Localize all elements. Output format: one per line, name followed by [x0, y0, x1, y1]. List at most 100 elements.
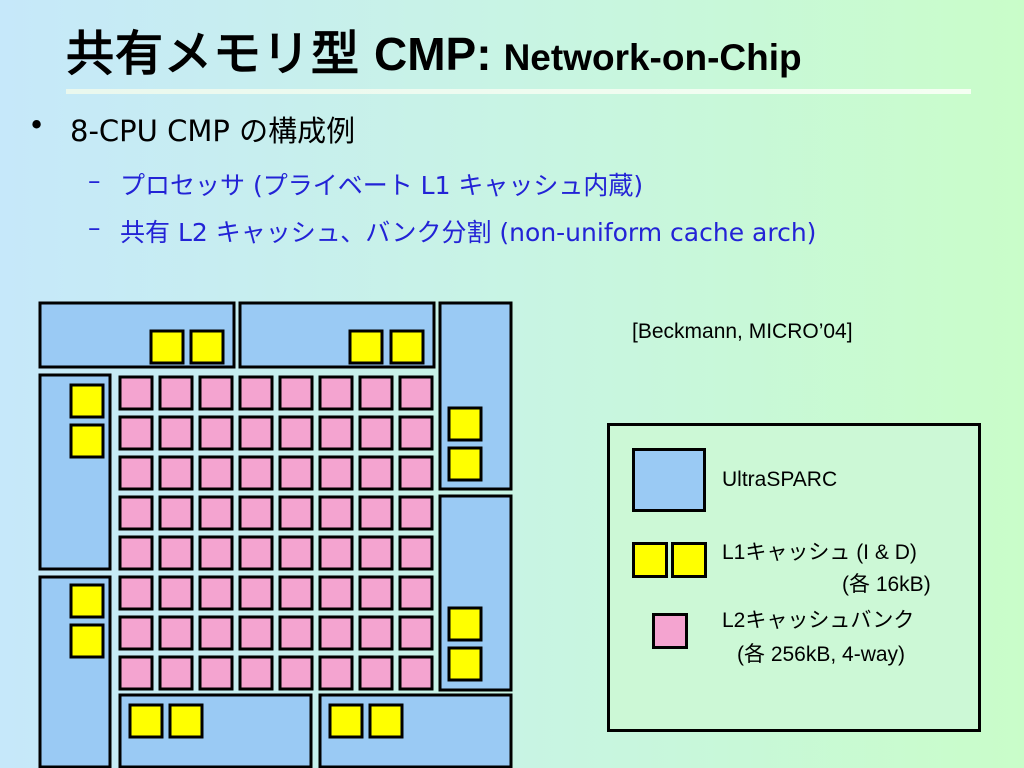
- l1-cache-block: [189, 329, 225, 365]
- l2-bank-block: [158, 375, 194, 411]
- l1-cache-block: [389, 329, 425, 365]
- l1-cache-block: [348, 329, 384, 365]
- l2-bank-block: [398, 455, 434, 491]
- l2-bank-block: [398, 575, 434, 611]
- l1-cache-block: [447, 446, 483, 482]
- l2-bank-block: [198, 655, 234, 691]
- l2-bank-block: [198, 415, 234, 451]
- l2-bank-block: [238, 655, 274, 691]
- l2-bank-block: [238, 375, 274, 411]
- l2-bank-block: [278, 615, 314, 651]
- legend-l2-size: (各 256kB, 4-way): [737, 643, 906, 666]
- l1-cache-block: [168, 703, 204, 739]
- l2-bank-block: [278, 655, 314, 691]
- l2-bank-block: [158, 415, 194, 451]
- sub-text: プロセッサ (プライベート L1 キャッシュ内蔵): [120, 171, 644, 200]
- l2-bank-block: [398, 495, 434, 531]
- l2-bank-block: [358, 615, 394, 651]
- l1-cache-block: [368, 703, 404, 739]
- l2-bank-block: [118, 415, 154, 451]
- l2-bank-block: [198, 615, 234, 651]
- l2-bank-block: [318, 375, 354, 411]
- bullet-marker: •: [28, 108, 46, 142]
- legend-cpu-label: UltraSPARC: [722, 468, 838, 491]
- l2-bank-block: [358, 375, 394, 411]
- l2-bank-block: [158, 495, 194, 531]
- l2-bank-block: [118, 615, 154, 651]
- l2-bank-block: [358, 455, 394, 491]
- l2-bank-block: [158, 575, 194, 611]
- legend-l2-label: L2キャッシュバンク: [722, 609, 915, 632]
- l2-bank-block: [318, 415, 354, 451]
- l2-bank-block: [398, 415, 434, 451]
- l2-bank-block: [118, 495, 154, 531]
- l1-cache-block: [447, 646, 483, 682]
- l2-bank-block: [238, 495, 274, 531]
- l2-bank-block: [318, 455, 354, 491]
- l2-bank-block: [158, 615, 194, 651]
- l1-cache-block: [328, 703, 364, 739]
- legend-l1-label: L1キャッシュ (I & D): [722, 541, 917, 564]
- title-japanese: 共有メモリ型: [66, 26, 361, 82]
- l2-bank-block: [118, 655, 154, 691]
- l2-bank-block: [238, 415, 274, 451]
- l1-cache-block: [69, 623, 105, 659]
- legend-l2-swatch: [652, 613, 688, 649]
- l2-bank-block: [118, 575, 154, 611]
- l2-bank-block: [118, 455, 154, 491]
- l2-bank-block: [358, 575, 394, 611]
- sub-text: 共有 L2 キャッシュ、バンク分割 (non-uniform cache arc…: [120, 218, 817, 247]
- reference-citation: [Beckmann, MICRO’04]: [632, 320, 853, 343]
- l2-bank-block: [158, 535, 194, 571]
- l1-cache-block: [69, 423, 105, 459]
- l2-bank-block: [198, 455, 234, 491]
- legend-cpu-swatch: [632, 448, 706, 512]
- l2-bank-block: [118, 375, 154, 411]
- l2-bank-block: [278, 495, 314, 531]
- l2-bank-block: [398, 615, 434, 651]
- l1-cache-block: [447, 406, 483, 442]
- legend-l1-swatch: [671, 542, 707, 578]
- l1-cache-block: [149, 329, 185, 365]
- l2-bank-block: [278, 575, 314, 611]
- slide-title: 共有メモリ型 CMP: Network-on-Chip: [66, 14, 802, 86]
- l2-bank-block: [158, 655, 194, 691]
- l2-bank-block: [238, 575, 274, 611]
- bullet-text: 8-CPU CMP の構成例: [70, 114, 356, 148]
- l2-bank-block: [198, 495, 234, 531]
- l1-cache-block: [69, 583, 105, 619]
- l2-bank-block: [278, 535, 314, 571]
- main-bullet: • 8-CPU CMP の構成例: [28, 108, 355, 150]
- l2-bank-block: [278, 455, 314, 491]
- title-noc: Network-on-Chip: [503, 37, 802, 78]
- legend-l1-swatch: [632, 542, 668, 578]
- l1-cache-block: [128, 703, 164, 739]
- l2-bank-block: [198, 575, 234, 611]
- l2-bank-block: [118, 535, 154, 571]
- l2-bank-block: [238, 615, 274, 651]
- l2-bank-block: [238, 455, 274, 491]
- l2-bank-block: [158, 455, 194, 491]
- l2-bank-block: [398, 375, 434, 411]
- l1-cache-block: [447, 606, 483, 642]
- l2-bank-block: [278, 375, 314, 411]
- l2-bank-block: [318, 495, 354, 531]
- l2-bank-block: [198, 535, 234, 571]
- l2-bank-block: [358, 415, 394, 451]
- l2-bank-block: [198, 375, 234, 411]
- sub-item-l2: – 共有 L2 キャッシュ、バンク分割 (non-uniform cache a…: [88, 213, 816, 249]
- l2-bank-block: [278, 415, 314, 451]
- l2-bank-block: [358, 535, 394, 571]
- l2-bank-block: [318, 535, 354, 571]
- l2-bank-block: [238, 535, 274, 571]
- legend-l1-size: (各 16kB): [842, 573, 931, 596]
- title-cmp: CMP:: [374, 28, 492, 80]
- sub-item-processor: – プロセッサ (プライベート L1 キャッシュ内蔵): [88, 166, 643, 202]
- l2-bank-block: [398, 655, 434, 691]
- l2-bank-block: [398, 535, 434, 571]
- l2-bank-block: [358, 655, 394, 691]
- l2-bank-block: [318, 575, 354, 611]
- title-underline: [66, 89, 971, 94]
- sub-dash: –: [88, 166, 101, 195]
